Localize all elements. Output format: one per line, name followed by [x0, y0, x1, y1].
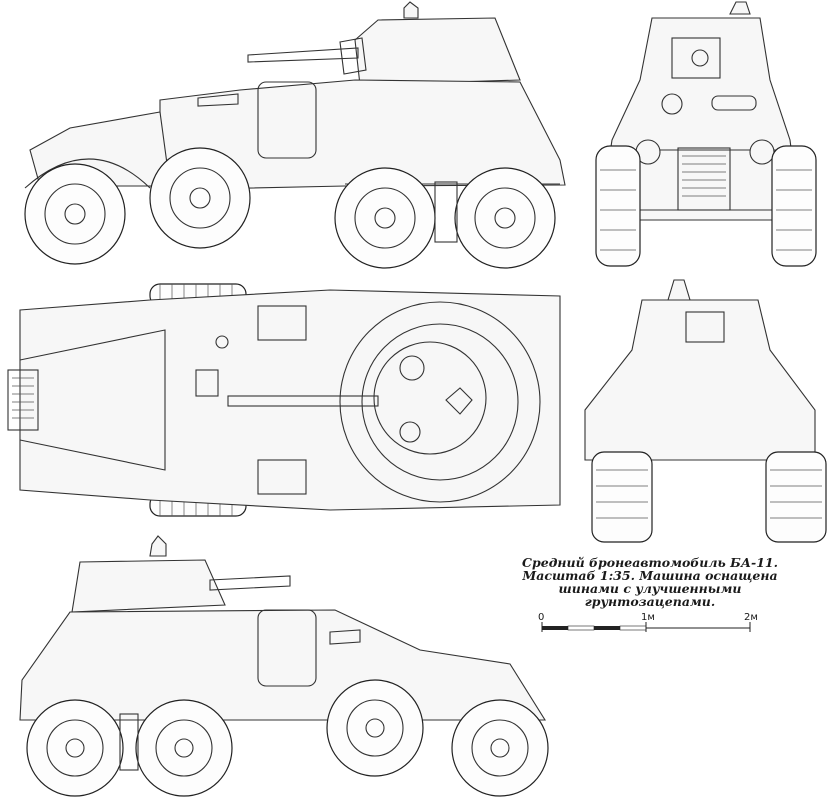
scale-seg-2	[567, 625, 595, 631]
caption-line-1: Средний бронеавтомобиль БА-11.	[522, 555, 778, 570]
scale-seg-4	[619, 625, 647, 631]
caption: Средний бронеавтомобиль БА-11. Масштаб 1…	[520, 556, 780, 608]
caption-line-4: грунтозацепами.	[584, 594, 716, 609]
side-view-left	[24, 1, 566, 269]
scale-label-1m: 1м	[641, 612, 655, 623]
scale-bar	[541, 622, 751, 632]
front-view	[595, 1, 817, 267]
side-view-right	[19, 535, 549, 797]
scale-seg-1	[542, 626, 568, 630]
scale-seg-3	[594, 626, 620, 630]
scale-label-2m: 2м	[744, 612, 758, 623]
caption-line-3: шинами с улучшенными	[558, 581, 742, 596]
rear-view	[584, 279, 827, 543]
caption-line-2: Масштаб 1:35. Машина оснащена	[522, 568, 778, 583]
top-view	[7, 283, 561, 517]
scale-label-0: 0	[538, 612, 545, 623]
